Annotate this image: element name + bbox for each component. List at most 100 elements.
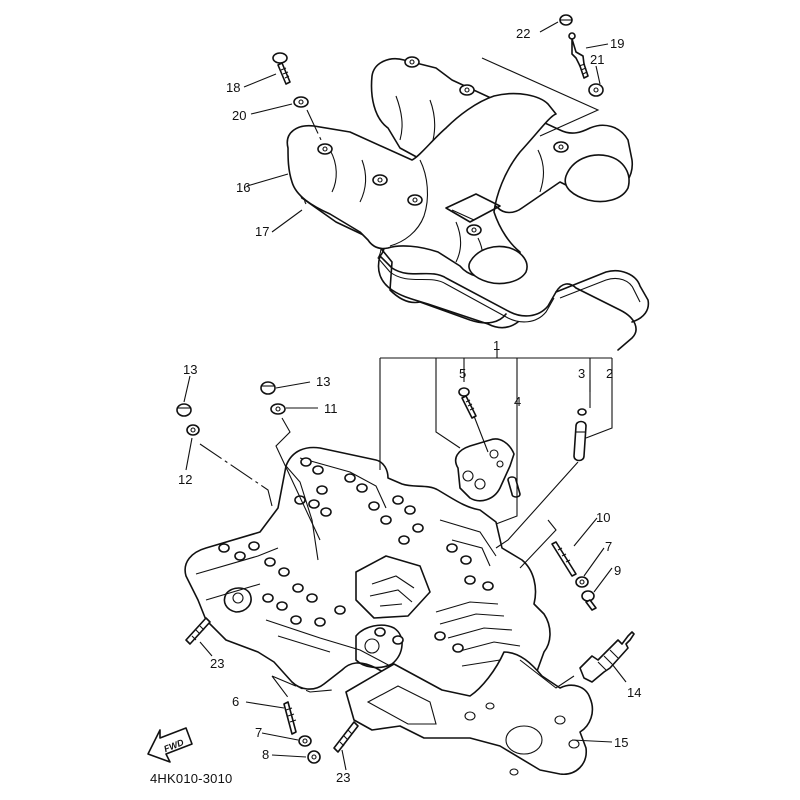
cover-stud-19	[568, 32, 589, 79]
drawing-code: 4HK010-3010	[150, 771, 232, 786]
head-cap-nut	[278, 567, 290, 577]
head-cap-nut	[334, 605, 346, 615]
cam-holder	[454, 438, 521, 502]
callout-23-left: 23	[210, 656, 224, 671]
callout-13-left: 13	[183, 362, 197, 377]
head-cap-nut	[356, 483, 368, 493]
head-cap-nut	[314, 617, 326, 627]
leader-bolt5-line	[473, 415, 489, 453]
stud-6	[283, 701, 297, 735]
callout-11: 11	[324, 401, 338, 416]
nut-13-top	[260, 381, 276, 395]
cover-washer-20	[293, 96, 309, 108]
head-cap-nut	[446, 543, 458, 553]
washer-11	[270, 403, 286, 415]
head-cap-nut	[392, 495, 404, 505]
callout-20: 20	[232, 108, 246, 123]
head-cap-nut	[306, 593, 318, 603]
callout-3: 3	[578, 366, 585, 381]
forward-arrow-icon: FWD	[147, 727, 193, 763]
callout-16: 16	[236, 180, 250, 195]
cylinder-head	[184, 446, 551, 705]
head-cap-nut	[482, 581, 494, 591]
callout-21: 21	[590, 52, 604, 67]
callout-23-bottom: 23	[336, 770, 350, 785]
head-cap-nut	[464, 575, 476, 585]
callout-4: 4	[514, 394, 521, 409]
callout-10: 10	[596, 510, 610, 525]
cover-bolt-18	[272, 52, 291, 85]
callout-15: 15	[614, 735, 628, 750]
washer-12	[186, 424, 200, 436]
head-cap-nut	[392, 635, 404, 645]
head-cap-nut	[368, 501, 380, 511]
callout-18: 18	[226, 80, 240, 95]
head-cap-nut	[344, 473, 356, 483]
callout-labels: 22 19 21 18 20 16 17 1 2 3 4 5 13 13 11 …	[150, 26, 641, 786]
head-cap-nut	[380, 515, 392, 525]
head-cap-nut	[234, 551, 246, 561]
head-cap-nut	[290, 615, 302, 625]
line-stud-10	[519, 519, 557, 569]
valve-guide-2	[573, 420, 587, 462]
callout-9: 9	[614, 563, 621, 578]
head-gasket	[345, 651, 594, 776]
callout-19: 19	[610, 36, 624, 51]
callout-17: 17	[255, 224, 269, 239]
head-cap-nut	[374, 627, 386, 637]
group-bracket-1	[379, 357, 613, 525]
head-cap-nut	[300, 457, 312, 467]
callout-22: 22	[516, 26, 530, 41]
callout-leaders	[183, 21, 627, 771]
nut-8	[307, 750, 321, 764]
head-cap-nut	[404, 505, 416, 515]
callout-5: 5	[459, 366, 466, 381]
callout-13-top: 13	[316, 374, 330, 389]
leader-guide-line	[495, 461, 579, 549]
head-cap-nut	[262, 593, 274, 603]
head-cap-nut	[312, 465, 324, 475]
head-bolts	[218, 457, 494, 653]
bolt-9	[581, 590, 597, 611]
cover-grommet-21	[588, 83, 604, 97]
head-cap-nut	[308, 499, 320, 509]
stud-10	[551, 541, 577, 577]
head-cap-nut	[412, 523, 424, 533]
dash-line-washer-12	[199, 443, 273, 507]
callout-14: 14	[627, 685, 641, 700]
head-cap-nut	[248, 541, 260, 551]
head-cap-nut	[398, 535, 410, 545]
bolt-5	[458, 387, 477, 419]
head-cap-nut	[434, 631, 446, 641]
head-cap-nut	[452, 643, 464, 653]
callout-12: 12	[178, 472, 192, 487]
nut-13-left	[176, 403, 192, 417]
leader-line-cover-bracket	[481, 57, 600, 137]
head-cap-nut	[320, 507, 332, 517]
head-cap-nut	[292, 583, 304, 593]
head-cap-nut	[276, 601, 288, 611]
head-cap-nut	[460, 555, 472, 565]
spark-plug	[579, 631, 635, 683]
stud-23-left	[185, 617, 211, 645]
head-cap-nut	[316, 485, 328, 495]
callout-1: 1	[493, 338, 500, 353]
clip-3	[577, 408, 587, 416]
head-cover-front	[286, 92, 557, 285]
callout-7-right: 7	[605, 539, 612, 554]
dash-line-cover-bolt	[306, 109, 323, 143]
callout-6: 6	[232, 694, 239, 709]
washer-7-right	[575, 576, 589, 588]
dash-line-stud-6	[271, 675, 333, 701]
line-spark-plug	[519, 659, 575, 689]
callout-2: 2	[606, 366, 613, 381]
line-washer-11	[275, 417, 321, 541]
head-cap-nut	[264, 557, 276, 567]
stud-23-bottom	[333, 721, 359, 753]
cover-clip-22	[559, 14, 573, 26]
head-cap-nut	[218, 543, 230, 553]
callout-8: 8	[262, 747, 269, 762]
washer-7-bottom	[298, 735, 312, 747]
